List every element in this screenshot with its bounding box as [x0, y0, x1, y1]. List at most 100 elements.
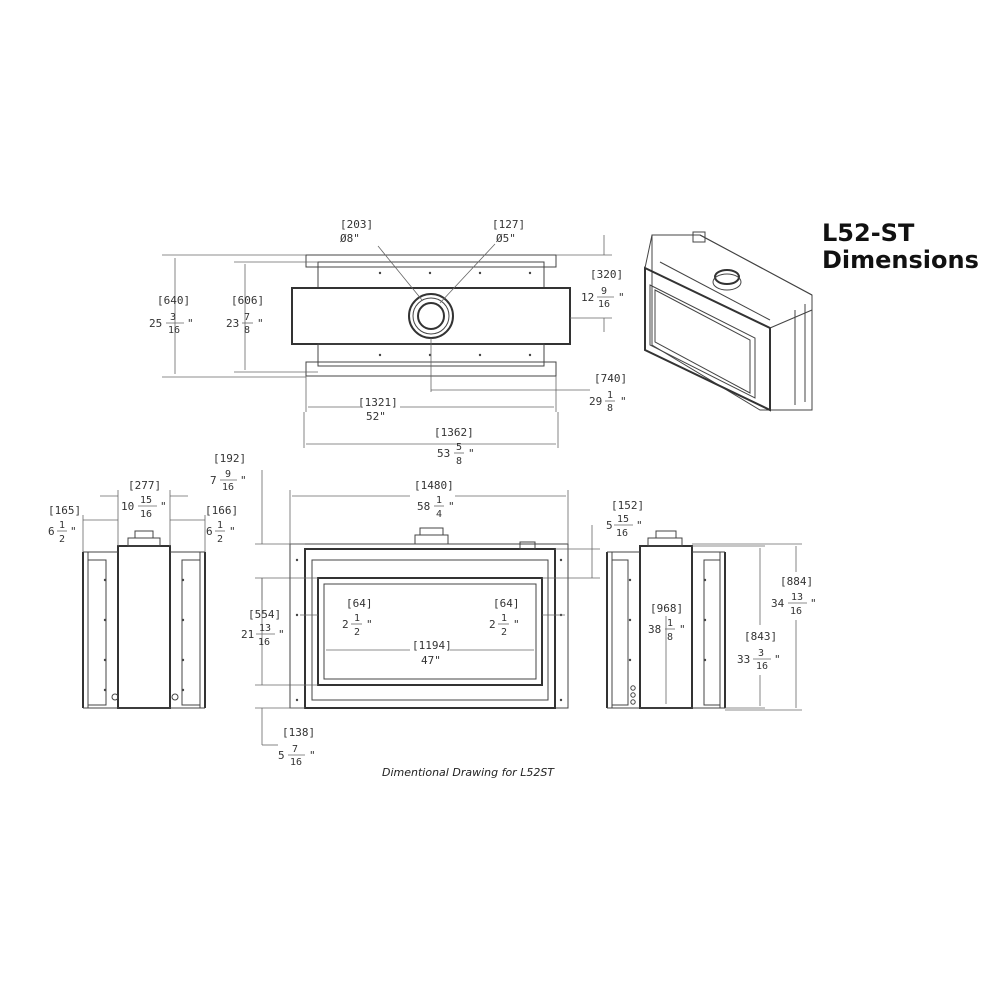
- svg-text:2: 2: [354, 627, 360, 638]
- vent-inner-circle: [417, 302, 445, 330]
- svg-text:16: 16: [258, 637, 270, 648]
- dim-label-152: [152] 5 15 16 ": [606, 499, 644, 539]
- front-view-outer-frame: [289, 543, 569, 709]
- dim-label-1362: [1362] 53 5 8 ": [434, 426, 475, 467]
- iso-front-frame: [644, 266, 771, 412]
- svg-text:[165]: [165]: [48, 504, 81, 517]
- svg-text:[640]: [640]: [157, 294, 190, 307]
- svg-text:1: 1: [501, 613, 507, 624]
- svg-text:[64]: [64]: [346, 597, 373, 610]
- svg-text:4: 4: [436, 509, 442, 520]
- svg-text:2: 2: [217, 534, 223, 545]
- dim-label-320: [320] 12 9 16 ": [581, 268, 625, 310]
- svg-text:": ": [618, 291, 625, 304]
- dim-label-165: [165] 6 1 2 ": [48, 504, 81, 545]
- svg-text:7: 7: [244, 312, 250, 323]
- svg-text:1: 1: [59, 520, 65, 531]
- svg-text:1: 1: [607, 390, 613, 401]
- front-view: [255, 470, 600, 746]
- svg-text:3: 3: [170, 312, 176, 323]
- vent-outer-circle: [408, 293, 454, 339]
- dim-label-166: [166] 6 1 2 ": [205, 504, 238, 545]
- svg-text:15: 15: [617, 514, 629, 525]
- dim-label-606: [606] 23 7 8 ": [226, 294, 264, 336]
- title-subtitle: Dimensions: [822, 246, 979, 274]
- svg-text:7: 7: [210, 474, 217, 487]
- svg-text:": ": [810, 597, 817, 610]
- svg-text:23: 23: [226, 317, 239, 330]
- svg-text:[1480]: [1480]: [414, 479, 454, 492]
- svg-text:5: 5: [278, 749, 285, 762]
- dim-label-1321: [1321] 52": [358, 396, 398, 423]
- left-side-view: [82, 490, 206, 709]
- drawing-caption: Dimentional Drawing for L52ST: [382, 766, 555, 779]
- dim-label-843: [843] 33 3 16 ": [737, 630, 781, 672]
- svg-text:16: 16: [290, 757, 302, 768]
- svg-text:47": 47": [421, 654, 441, 667]
- svg-text:[884]: [884]: [780, 575, 813, 588]
- svg-text:16: 16: [222, 482, 234, 493]
- svg-text:[1194]: [1194]: [412, 639, 452, 652]
- svg-text:2: 2: [489, 618, 496, 631]
- svg-text:6: 6: [48, 525, 55, 538]
- svg-text:": ": [70, 525, 77, 538]
- svg-text:[1362]: [1362]: [434, 426, 474, 439]
- svg-text:25: 25: [149, 317, 162, 330]
- svg-text:[968]: [968]: [650, 602, 683, 615]
- svg-text:8: 8: [607, 403, 613, 414]
- dim-label-64-right: [64] 2 1 2 ": [489, 597, 520, 638]
- svg-text:1: 1: [217, 520, 223, 531]
- svg-text:": ": [278, 628, 285, 641]
- svg-text:21: 21: [241, 628, 254, 641]
- svg-text:": ": [366, 618, 373, 631]
- svg-text:8: 8: [456, 456, 462, 467]
- top-view: [162, 235, 612, 448]
- dim-label-740: [740] 29 1 8 ": [589, 372, 627, 414]
- svg-text:[64]: [64]: [493, 597, 520, 610]
- dim-label-640: [640] 25 3 16 ": [149, 294, 194, 336]
- svg-text:[740]: [740]: [594, 372, 627, 385]
- svg-text:10: 10: [121, 500, 134, 513]
- isometric-view: [644, 231, 813, 412]
- svg-text:9: 9: [601, 286, 607, 297]
- svg-text:6: 6: [206, 525, 213, 538]
- svg-text:": ": [448, 500, 455, 513]
- svg-text:Ø5": Ø5": [496, 232, 516, 245]
- dim-label-968: [968] 38 1 8 ": [648, 602, 686, 643]
- svg-text:7: 7: [292, 744, 298, 755]
- svg-text:": ": [513, 618, 520, 631]
- svg-text:[138]: [138]: [282, 726, 315, 739]
- svg-text:": ": [468, 447, 475, 460]
- front-view-glass: [323, 583, 537, 680]
- dim-label-554: [554] 21 13 16 ": [241, 608, 285, 648]
- dim-label-1194: [1194] 47": [412, 639, 452, 667]
- page-title: L52-ST Dimensions: [822, 220, 979, 274]
- svg-text:": ": [309, 749, 316, 762]
- svg-text:": ": [679, 623, 686, 636]
- svg-text:[277]: [277]: [128, 479, 161, 492]
- right-side-view: [606, 530, 802, 711]
- svg-text:[192]: [192]: [213, 452, 246, 465]
- svg-text:5: 5: [456, 442, 462, 453]
- svg-text:13: 13: [791, 592, 803, 603]
- vent-mid-circle: [412, 297, 450, 335]
- svg-text:[606]: [606]: [231, 294, 264, 307]
- svg-text:33: 33: [737, 653, 750, 666]
- left-side-body: [117, 545, 171, 709]
- svg-text:16: 16: [616, 528, 628, 539]
- dim-label-277: [277] 10 15 16 ": [121, 479, 167, 520]
- top-view-back-box: [317, 261, 545, 289]
- svg-text:[843]: [843]: [744, 630, 777, 643]
- svg-text:": ": [240, 474, 247, 487]
- svg-text:[166]: [166]: [205, 504, 238, 517]
- svg-text:8: 8: [667, 632, 673, 643]
- svg-text:[203]: [203]: [340, 218, 373, 231]
- svg-text:16: 16: [790, 606, 802, 617]
- dim-label-127: [127] Ø5": [492, 218, 525, 245]
- dim-label-203: [203] Ø8": [340, 218, 373, 245]
- title-model: L52-ST: [822, 219, 915, 247]
- svg-text:1: 1: [667, 618, 673, 629]
- svg-text:2: 2: [501, 627, 507, 638]
- svg-text:[127]: [127]: [492, 218, 525, 231]
